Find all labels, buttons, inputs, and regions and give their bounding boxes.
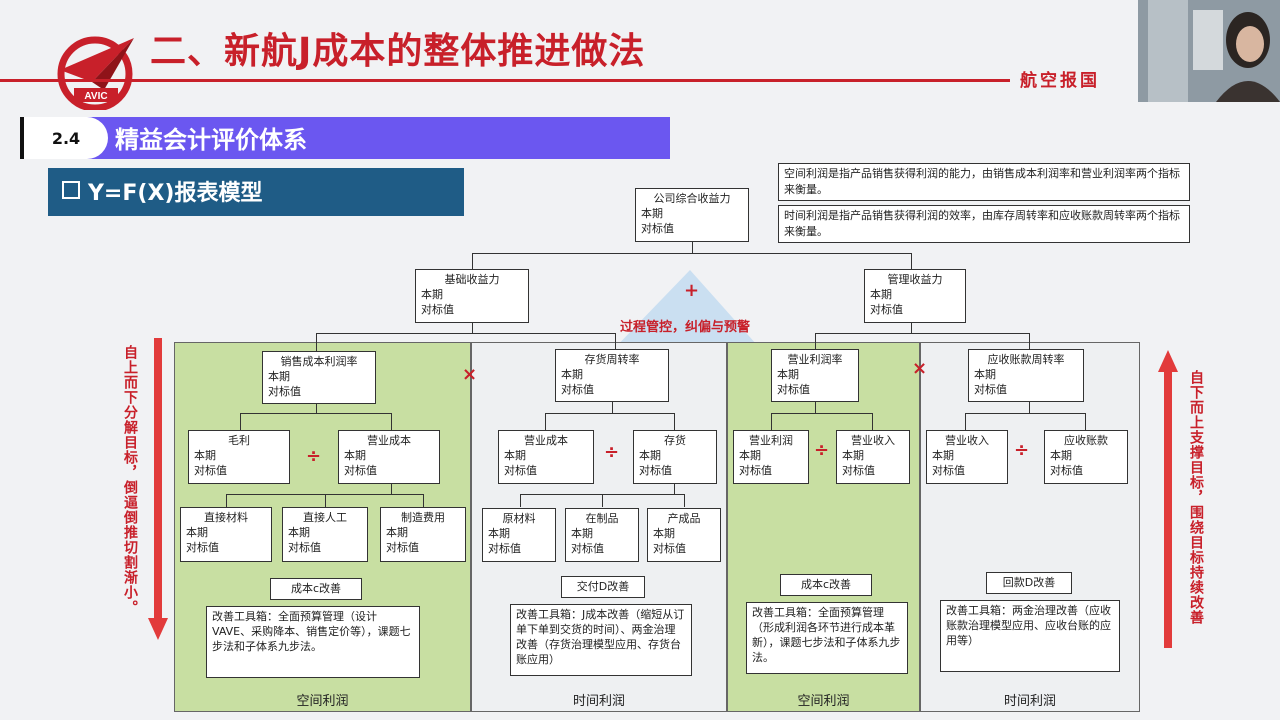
toolbox-panel-2: 改善工具箱：J成本改善（缩短从订单下单到交货的时间）、两金治理改善（存货治理模型… [510, 604, 692, 676]
title-underline [0, 79, 1010, 82]
footer-time-profit: 时间利润 [572, 694, 625, 709]
arrow-up-icon [1158, 350, 1178, 648]
node-raw-material: 原材料本期对标值 [482, 508, 556, 562]
note-time-profit: 时间利润是指产品销售获得利润的效率，由库存周转率和应收账款周转率两个指标来衡量。 [778, 205, 1190, 243]
divide-operator: ÷ [604, 442, 620, 463]
presenter-video [1138, 0, 1280, 102]
arrow-down-icon [148, 338, 168, 640]
node-direct-labor: 直接人工本期对标值 [282, 507, 368, 562]
node-operating-revenue: 营业收入本期对标值 [836, 430, 910, 484]
node-operating-margin: 营业利润率本期对标值 [771, 349, 859, 402]
node-wip: 在制品本期对标值 [565, 508, 639, 562]
slogan: 航空报国 [1020, 71, 1100, 91]
avic-logo: AVIC [57, 36, 134, 110]
node-inventory-turnover: 存货周转率本期对标值 [555, 349, 669, 402]
divide-operator: ÷ [814, 440, 830, 461]
footer-time-profit-2: 时间利润 [1003, 694, 1056, 709]
node-root: 公司综合收益力本期对标值 [635, 188, 749, 242]
node-finished-goods: 产成品本期对标值 [647, 508, 721, 562]
section-number: 2.4 [20, 117, 108, 159]
note-space-profit: 空间利润是指产品销售获得利润的能力，由销售成本利润率和营业利润率两个指标来衡量。 [778, 163, 1190, 201]
section-title: 精益会计评价体系 [115, 126, 307, 154]
node-direct-material: 直接材料本期对标值 [180, 507, 272, 562]
toolbox-panel-1: 改善工具箱：全面预算管理（设计VAVE、采购降本、销售定价等），课题七步法和子体… [206, 606, 420, 678]
improve-cost-c: 成本c改善 [270, 578, 362, 600]
node-basic-earnings: 基础收益力本期对标值 [415, 269, 529, 323]
slide-title: 二、新航J成本的整体推进做法 [150, 31, 646, 72]
improve-cost-c-2: 成本c改善 [780, 574, 872, 596]
multiply-operator: × [462, 364, 478, 385]
plus-operator: + [684, 280, 700, 301]
node-manufacturing-expense: 制造费用本期对标值 [380, 507, 466, 562]
node-receivables-turnover: 应收账款周转率本期对标值 [968, 349, 1084, 402]
subsection-title: Y=F(X)报表模型 [62, 175, 262, 207]
divide-operator: ÷ [1014, 440, 1030, 461]
toolbox-panel-3: 改善工具箱：全面预算管理（形成利润各环节进行成本革新），课题七步法和子体系九步法… [746, 602, 908, 674]
node-accounts-receivable: 应收账款本期对标值 [1044, 430, 1128, 484]
node-management-earnings: 管理收益力本期对标值 [864, 269, 966, 323]
node-revenue: 营业收入本期对标值 [926, 430, 1008, 484]
node-operating-profit: 营业利润本期对标值 [733, 430, 809, 484]
improve-collection-d: 回款D改善 [986, 572, 1072, 594]
node-inventory: 存货本期对标值 [633, 430, 717, 484]
logo-text: AVIC [84, 91, 107, 102]
checkbox-square-icon [62, 181, 80, 199]
node-sales-cost-margin: 销售成本利润率本期对标值 [262, 351, 376, 404]
section-bar [20, 117, 670, 159]
right-side-text: 自下而上支撑目标，围绕目标持续改善 [1188, 370, 1204, 625]
node-operating-cost: 营业成本本期对标值 [338, 430, 440, 484]
process-label: 过程管控，纠偏与预警 [620, 320, 751, 335]
subsection-bar [48, 168, 464, 216]
improve-delivery-d: 交付D改善 [561, 576, 645, 598]
left-side-text: 自上而下分解目标，倒逼倒推切割渐小。 [122, 345, 138, 615]
footer-space-profit-2: 空间利润 [797, 694, 850, 709]
toolbox-panel-4: 改善工具箱：两金治理改善（应收账款治理模型应用、应收台账的应用等） [940, 600, 1120, 672]
node-operating-cost-2: 营业成本本期对标值 [498, 430, 594, 484]
footer-space-profit: 空间利润 [296, 694, 349, 709]
webcam-overlay [1138, 0, 1280, 102]
multiply-operator: × [912, 358, 928, 379]
divide-operator: ÷ [306, 446, 322, 467]
node-gross-profit: 毛利本期对标值 [188, 430, 290, 484]
